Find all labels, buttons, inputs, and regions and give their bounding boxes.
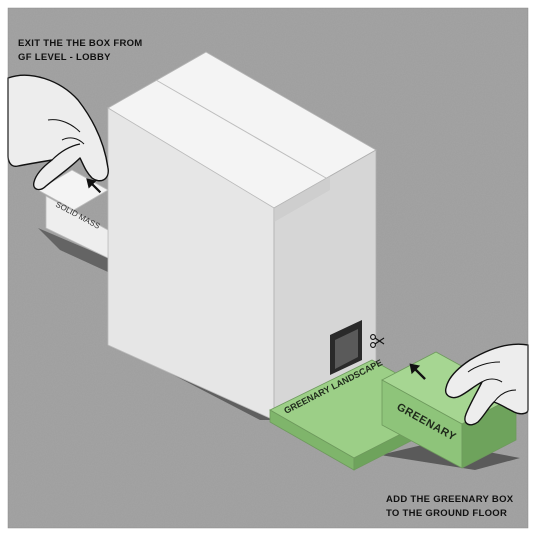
caption-bottom-line: TO THE GROUND FLOOR (386, 507, 513, 521)
caption-bottom: ADD THE GREENARY BOX TO THE GROUND FLOOR (386, 493, 513, 521)
caption-top-line: EXIT THE THE BOX FROM (18, 37, 143, 51)
caption-top: EXIT THE THE BOX FROM GF LEVEL - LOBBY (18, 37, 143, 65)
caption-top-line: GF LEVEL - LOBBY (18, 51, 143, 65)
caption-bottom-line: ADD THE GREENARY BOX (386, 493, 513, 507)
